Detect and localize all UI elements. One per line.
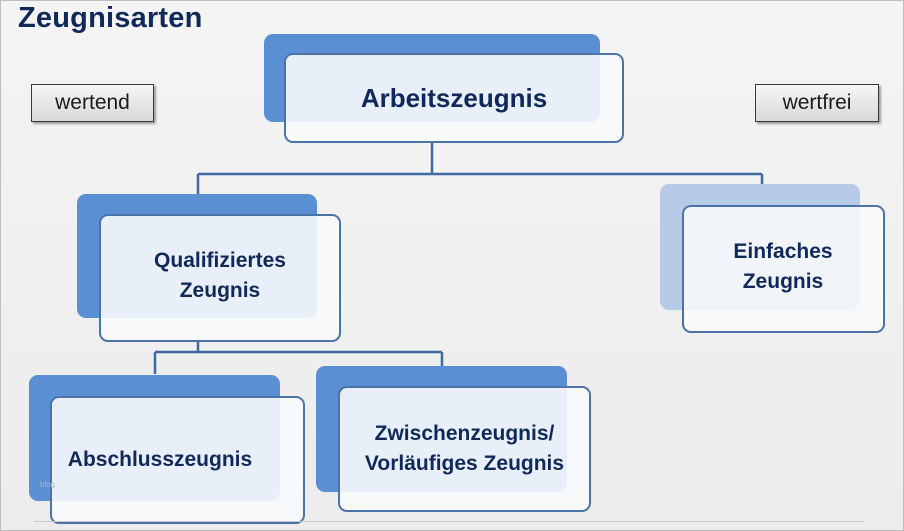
node-simple xyxy=(682,205,885,333)
node-interim xyxy=(338,386,591,512)
node-final-label: Abschlusszeugnis xyxy=(67,448,253,471)
tag-wertend: wertend xyxy=(31,84,154,122)
watermark: blog xyxy=(40,480,56,489)
node-qualified xyxy=(99,214,341,342)
node-root-label: Arbeitszeugnis xyxy=(360,83,548,113)
bottom-divider xyxy=(34,521,864,522)
node-root xyxy=(284,53,624,143)
node-simple-label: Einfaches Zeugnis xyxy=(733,240,833,293)
page-title: Zeugnisarten xyxy=(18,2,203,34)
node-qualified-label: Qualifiziertes Zeugnis xyxy=(154,249,286,302)
node-interim-label: Zwischenzeugnis/ Vorläufiges Zeugnis xyxy=(364,422,565,475)
tag-wertfrei: wertfrei xyxy=(755,84,879,122)
node-final xyxy=(50,396,305,524)
